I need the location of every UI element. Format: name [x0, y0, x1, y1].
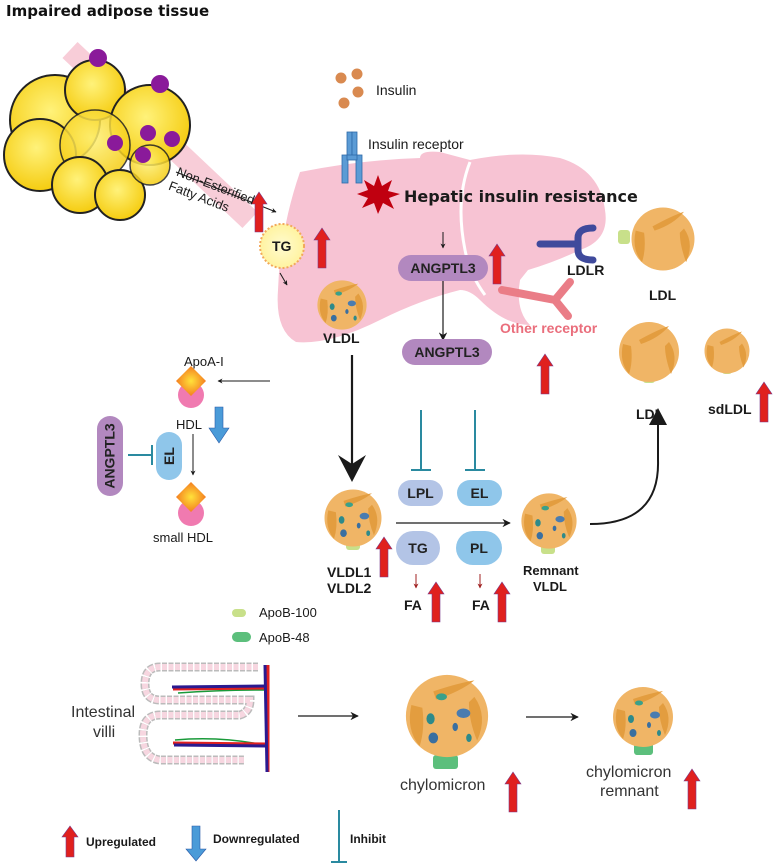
sdldl-particle	[704, 328, 750, 374]
legend-downregulated-label: Downregulated	[213, 832, 300, 846]
hepatic-resistance-burst-icon	[357, 175, 400, 214]
angptl3-mid-pill: ANGPTL3	[402, 339, 492, 365]
intestinal-label-line1: Intestinal	[71, 704, 136, 721]
tg-droplet	[259, 223, 305, 269]
el-mid-pill: EL	[457, 480, 502, 506]
tg-mid-pill: TG	[396, 531, 440, 565]
angptl3-side-label: ANGPTL3	[102, 423, 118, 489]
vldl2-label: VLDL2	[327, 580, 372, 596]
tg-liver-label: TG	[272, 238, 292, 254]
apob48-swatch	[232, 632, 251, 642]
hepatic-insulin-resistance-label: Hepatic insulin resistance	[404, 187, 638, 206]
chylo-remnant-label-line2: remnant	[600, 783, 659, 800]
vldl1-label: VLDL1	[327, 564, 372, 580]
fa2-label: FA	[472, 597, 490, 613]
lpl-pill: LPL	[398, 480, 443, 506]
angptl3-liver-pill: ANGPTL3	[398, 255, 488, 281]
hdl-down-arrow-icon	[208, 406, 230, 444]
remnant-vldl-particle	[521, 493, 577, 549]
small-hdl-particle	[178, 500, 204, 526]
chylo-remnant-label-line1: chylomicron	[586, 764, 672, 781]
angptl3-mid-up-arrow-icon	[536, 353, 554, 395]
apob48-label: ApoB-48	[259, 630, 310, 645]
sdldl-label: sdLDL	[708, 401, 752, 417]
chylomicron-up-arrow-icon	[504, 771, 522, 813]
insulin-label: Insulin	[376, 82, 417, 98]
el-side-pill: EL	[156, 432, 182, 480]
inhibit-el-line	[128, 445, 153, 465]
apoa1-icon	[176, 366, 206, 396]
legend-down-arrow-icon	[185, 825, 207, 862]
fa2-up-arrow-icon	[493, 581, 511, 623]
insulin-receptor-label: Insulin receptor	[368, 136, 464, 152]
chylomicron-particle	[405, 674, 489, 758]
angptl3-side-pill: ANGPTL3	[97, 416, 123, 496]
inhibit-lpl-el-lines	[411, 410, 485, 471]
insulin-receptor-icon	[341, 131, 363, 184]
hdl-label: HDL	[176, 417, 203, 432]
vldl-up-arrow-icon	[375, 536, 393, 578]
ldlr-icon	[536, 224, 597, 264]
vldl-liver-label: VLDL	[323, 330, 360, 346]
apob100-label: ApoB-100	[259, 605, 317, 620]
ldl-particle-top	[631, 207, 695, 271]
vldl-liver-particle	[317, 280, 367, 330]
fa1-up-arrow-icon	[427, 581, 445, 623]
ldl-particle-mid	[619, 322, 679, 382]
legend-inhibit-label: Inhibit	[350, 832, 386, 846]
legend-upregulated-label: Upregulated	[86, 835, 157, 849]
el-side-label: EL	[160, 447, 177, 465]
ldlr-label: LDLR	[567, 262, 605, 278]
page-title: Impaired adipose tissue	[6, 2, 210, 20]
chylo-remnant-up-arrow-icon	[683, 768, 701, 810]
other-receptor-icon	[498, 278, 574, 320]
intestinal-villi-illustration	[138, 662, 270, 773]
intestinal-label-line2: villi	[93, 724, 116, 741]
chylomicron-remnant-particle	[613, 687, 673, 747]
adipose-tissue-illustration	[3, 42, 258, 228]
small-hdl-label: small HDL	[153, 530, 213, 545]
apob100-swatch	[232, 609, 246, 617]
fa1-label: FA	[404, 597, 422, 613]
macrophage-icon	[89, 49, 180, 163]
vldl1-vldl2-particle	[324, 489, 382, 547]
apoa1-label: ApoA-I	[184, 354, 224, 369]
legend-inhibit-icon	[331, 810, 347, 863]
chylomicron-label: chylomicron	[400, 777, 486, 794]
insulin-icon	[335, 68, 364, 109]
other-receptor-label: Other receptor	[500, 320, 598, 336]
legend-up-arrow-icon	[61, 825, 79, 858]
remnant-vldl-label-line2: VLDL	[533, 579, 567, 594]
pl-pill: PL	[456, 531, 502, 565]
remnant-vldl-label-line1: Remnant	[523, 563, 579, 578]
sdldl-up-arrow-icon	[755, 381, 773, 423]
ldl-mid-label: LDL	[636, 406, 664, 422]
ldl-top-label: LDL	[649, 287, 677, 303]
